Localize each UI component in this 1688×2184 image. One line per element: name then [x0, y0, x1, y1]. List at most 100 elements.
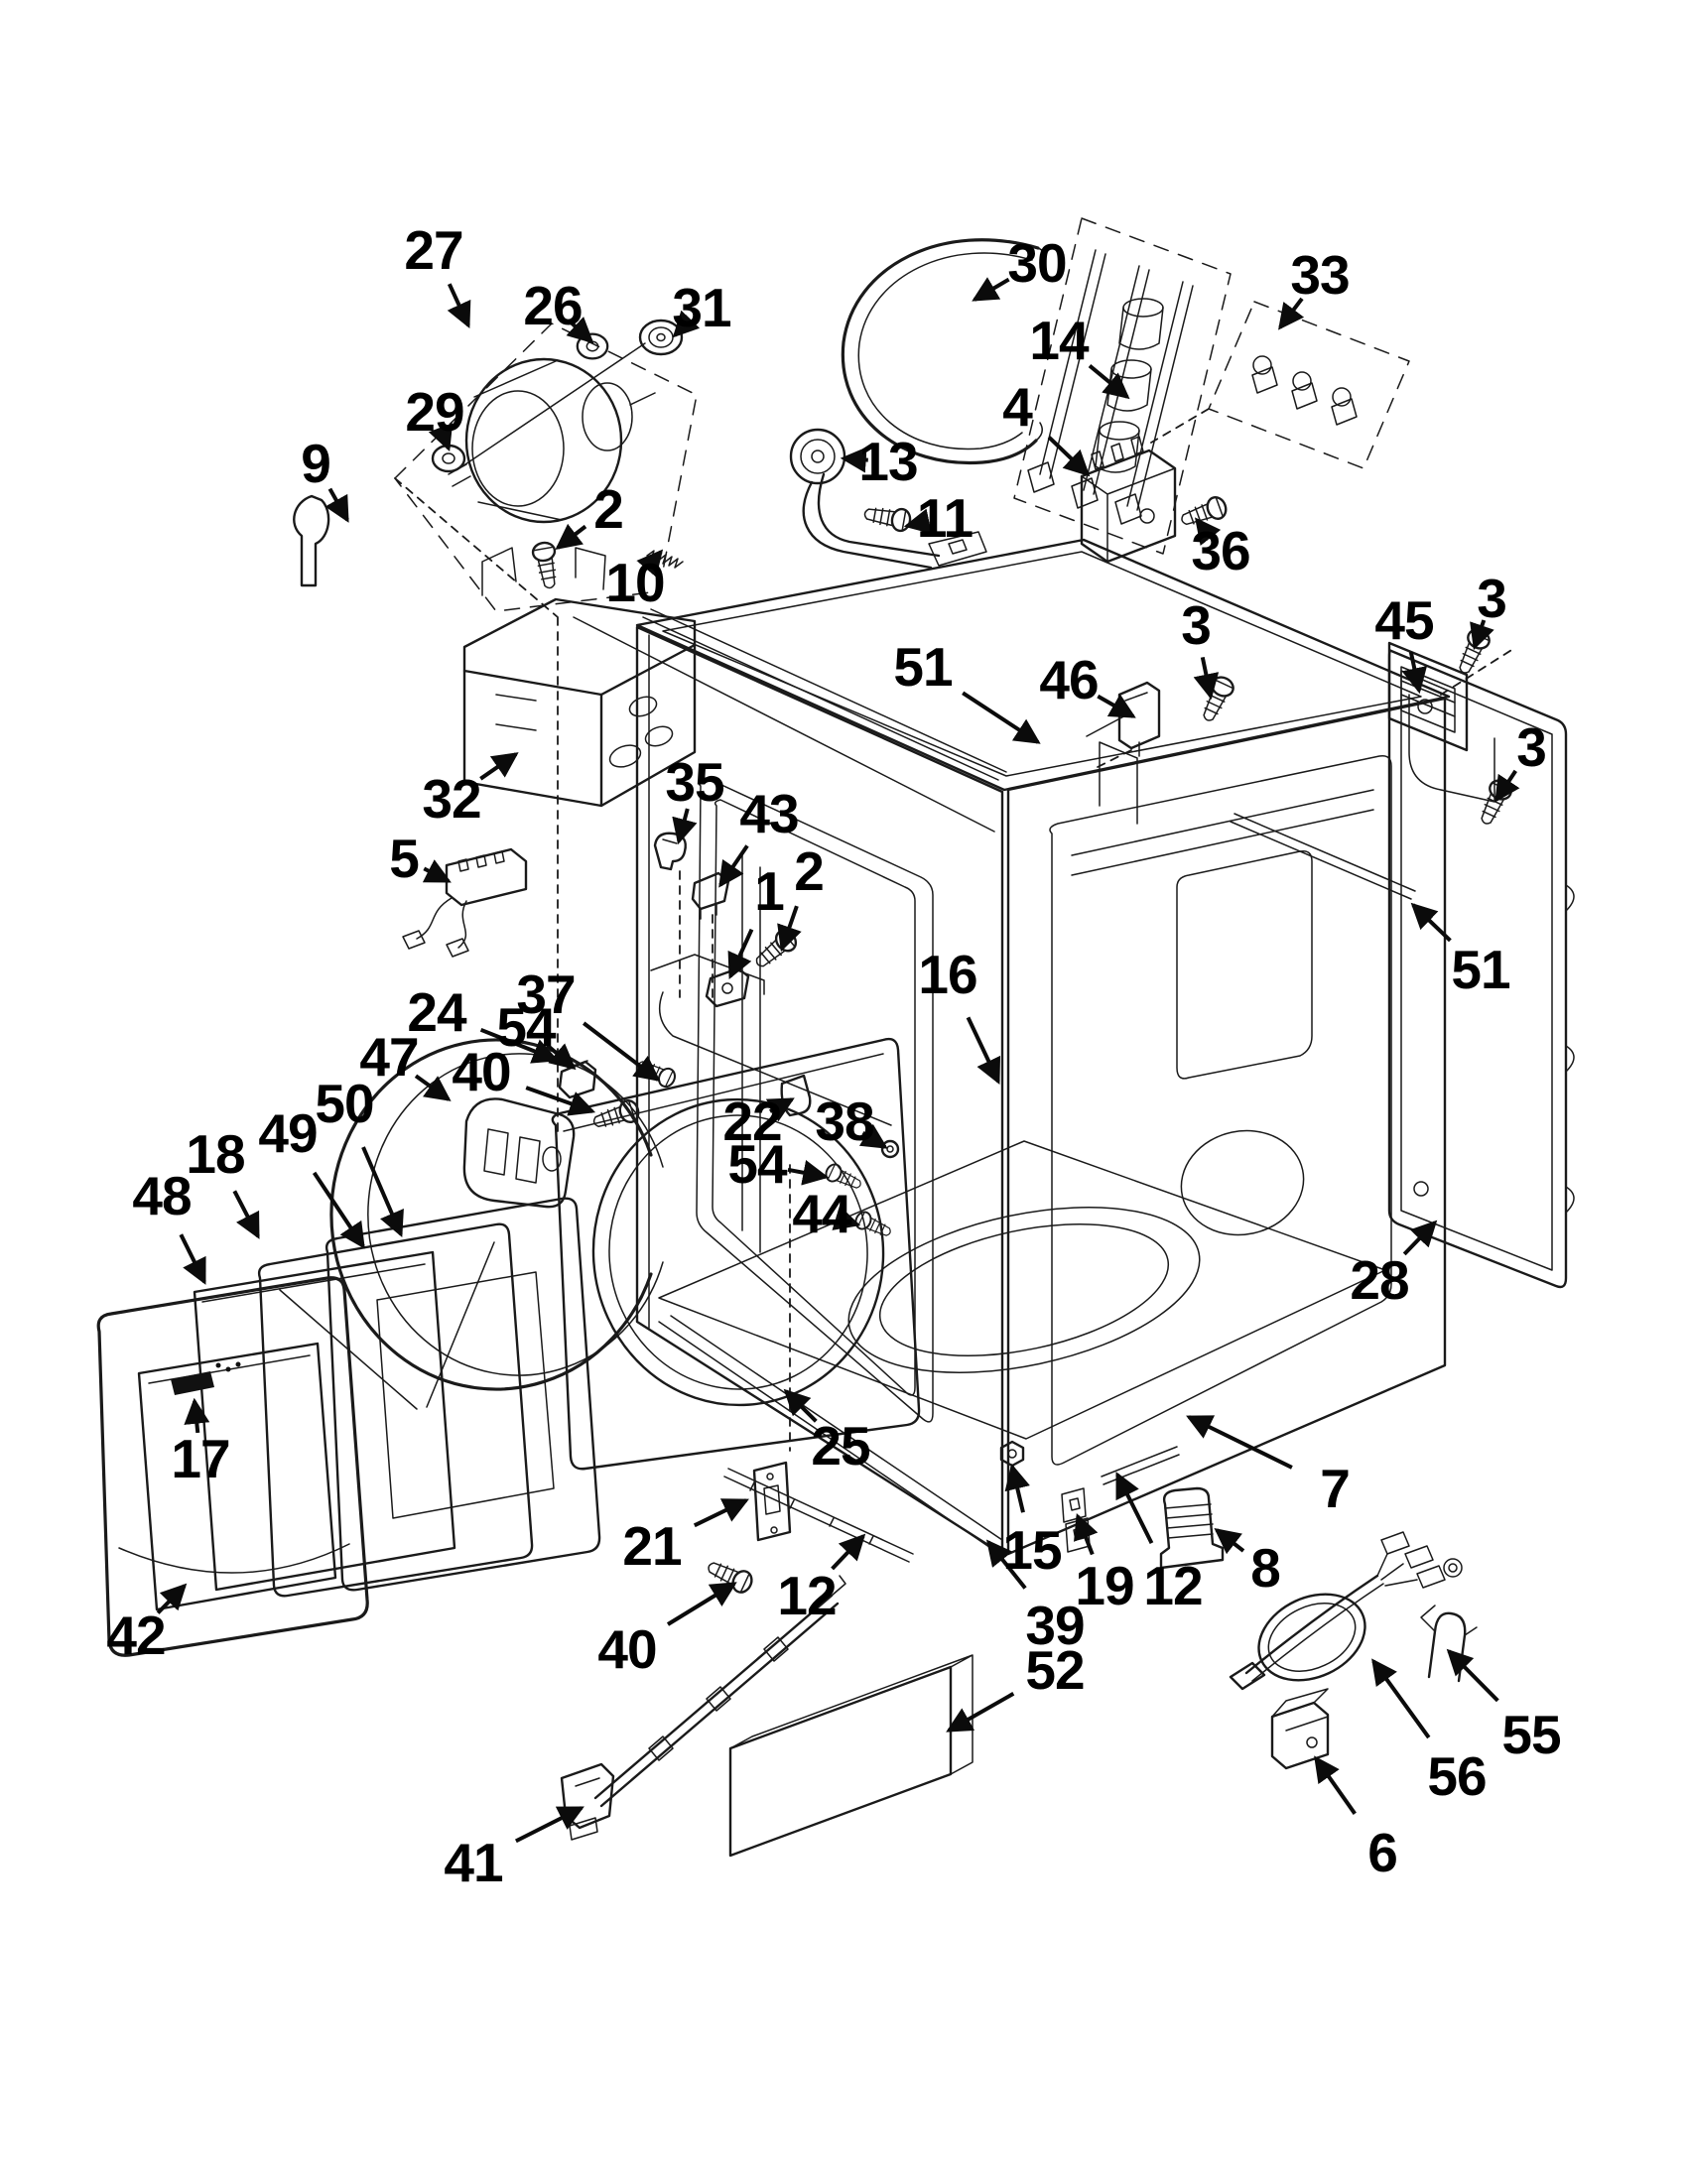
callout-arrow [1214, 1528, 1245, 1555]
callout-39: 39 [985, 1539, 1086, 1656]
part-number-label: 22 [722, 1091, 781, 1152]
screw-11 [861, 501, 913, 534]
part-number-label: 40 [452, 1041, 510, 1102]
callout-50: 50 [315, 1073, 404, 1237]
callout-arrow [727, 928, 754, 979]
callout-49: 49 [258, 1102, 365, 1249]
part-number-label: 21 [622, 1515, 682, 1577]
part-number-label: 42 [106, 1605, 165, 1666]
part-number-label: 30 [1007, 232, 1066, 294]
part-number-label: 27 [404, 219, 462, 281]
callout-arrow [1047, 436, 1091, 477]
callout-43: 43 [718, 783, 800, 888]
part-number-label: 16 [918, 944, 976, 1005]
callout-3: 3 [1181, 594, 1220, 701]
power-cord-56 [1229, 1531, 1463, 1691]
callout-arrow [1115, 1472, 1154, 1544]
part-number-label: 5 [389, 828, 419, 889]
callout-arrow [693, 1498, 749, 1528]
callout-arrow [414, 1074, 452, 1101]
callout-54: 54 [496, 996, 577, 1071]
part-number-label: 3 [1477, 568, 1506, 629]
wire-channel-12-center [723, 1468, 914, 1563]
part-number-label: 51 [893, 636, 953, 698]
callout-13: 13 [840, 431, 919, 492]
callout-22: 22 [722, 1091, 795, 1152]
callout-3: 3 [1470, 568, 1507, 651]
callout-arrow [972, 277, 1010, 302]
callout-arrow [1314, 1755, 1357, 1815]
cord-clip-55 [1420, 1605, 1478, 1683]
callout-arrow [447, 283, 471, 328]
callout-arrow [718, 844, 749, 888]
callout-arrow [1004, 1463, 1030, 1513]
callout-arrow [858, 1123, 888, 1149]
callout-arrow [479, 1027, 560, 1064]
part-number-label: 1 [754, 860, 784, 922]
callout-arrow [1402, 1220, 1438, 1256]
callout-arrow [666, 1582, 737, 1626]
screw-2a [530, 540, 563, 591]
part-number-label: 52 [1025, 1639, 1084, 1701]
callout-16: 16 [918, 944, 1001, 1085]
callout-arrow [184, 1397, 210, 1434]
callout-arrow [361, 1146, 404, 1237]
callout-26: 26 [523, 275, 594, 344]
idler-pulley-13 [789, 428, 987, 570]
callout-44: 44 [792, 1183, 861, 1244]
callout-17: 17 [171, 1397, 231, 1489]
callout-arrow [156, 1583, 188, 1614]
toe-panel-52 [728, 1654, 974, 1858]
callout-5: 5 [389, 828, 452, 889]
part-number-label: 11 [917, 487, 974, 549]
part-number-label: 38 [815, 1091, 873, 1152]
callout-arrow [832, 1205, 861, 1230]
part-number-label: 25 [811, 1415, 870, 1477]
callout-11: 11 [903, 487, 974, 549]
door-hinge-47 [462, 1097, 576, 1209]
screw-44 [851, 1209, 895, 1242]
door-glass-48 [193, 1250, 456, 1592]
part-number-label: 45 [1374, 589, 1434, 651]
callout-arrow [1074, 1512, 1099, 1556]
callout-arrow [1470, 619, 1494, 651]
callout-arrow [840, 447, 868, 473]
callout-14: 14 [1029, 310, 1130, 400]
callout-arrow [1278, 297, 1305, 330]
callout-arrow [525, 1086, 596, 1116]
callout-45: 45 [1374, 589, 1435, 695]
callout-27: 27 [404, 219, 471, 328]
callout-36: 36 [1191, 517, 1251, 581]
callout-51: 51 [1410, 902, 1511, 1000]
callout-37: 37 [516, 964, 661, 1082]
callout-arrow [1195, 517, 1222, 546]
screw-3a [1196, 672, 1237, 726]
part-number-label: 29 [405, 381, 463, 443]
part-number-label: 36 [1191, 520, 1249, 581]
part-number-label: 47 [359, 1026, 418, 1088]
exhaust-vent-plate-45 [1387, 641, 1517, 752]
part-number-label: 10 [605, 552, 664, 613]
callout-arrow [831, 1533, 866, 1571]
callout-arrow [232, 1190, 260, 1239]
callout-arrow [428, 423, 454, 452]
callout-19: 19 [1074, 1512, 1135, 1616]
part-number-label: 28 [1350, 1249, 1408, 1311]
part-number-label: 43 [739, 783, 798, 844]
callout-arrow [672, 310, 701, 338]
part-number-label: 46 [1039, 649, 1098, 710]
callout-21: 21 [622, 1498, 749, 1577]
callout-arrow [962, 691, 1041, 744]
door-inner-panel-49 [257, 1222, 534, 1598]
callout-arrow [1410, 902, 1452, 943]
part-number-label: 33 [1290, 244, 1349, 306]
callout-30: 30 [972, 232, 1068, 302]
callout-arrow [672, 808, 698, 845]
part-number-label: 8 [1250, 1537, 1280, 1599]
callout-46: 46 [1039, 649, 1136, 718]
part-number-label: 19 [1075, 1555, 1133, 1616]
callout-arrow [903, 508, 932, 535]
callout-35: 35 [665, 751, 725, 845]
part-number-label: 56 [1427, 1745, 1486, 1807]
callout-10: 10 [605, 549, 666, 613]
